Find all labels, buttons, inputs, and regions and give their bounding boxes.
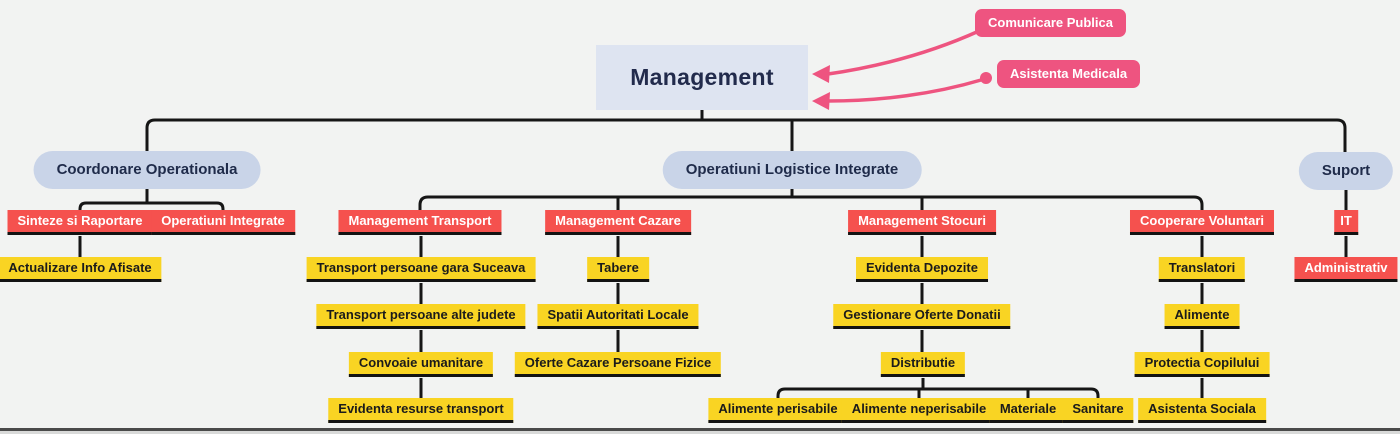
asistenta-arrow-dot [980,72,992,84]
comunicare-arrow-head [812,65,830,83]
node-management-transport[interactable]: Management Transport [338,210,502,235]
node-sinteze-si-raportare[interactable]: Sinteze si Raportare [7,210,153,235]
asistenta-arrow-head [812,92,830,110]
window-bottom-edge [0,428,1400,431]
node-evidenta-resurse-transport[interactable]: Evidenta resurse transport [328,398,514,423]
node-management-stocuri[interactable]: Management Stocuri [848,210,996,235]
node-actualizare-info-afisate[interactable]: Actualizare Info Afisate [0,257,162,282]
node-gestionare-oferte-donatii[interactable]: Gestionare Oferte Donatii [833,304,1011,329]
node-suport[interactable]: Suport [1298,152,1394,190]
node-cooperare-voluntari[interactable]: Cooperare Voluntari [1129,210,1275,235]
node-it[interactable]: IT [1334,210,1358,235]
node-asistenta-sociala[interactable]: Asistenta Sociala [1138,398,1266,423]
node-operatiuni-integrate[interactable]: Operatiuni Integrate [151,210,295,235]
node-alimente[interactable]: Alimente [1164,304,1240,329]
node-alimente-perisabile[interactable]: Alimente perisabile [708,398,848,423]
window-bottom-edge-highlight [0,431,1400,434]
node-transport-persoane-gara-suceava[interactable]: Transport persoane gara Suceava [306,257,536,282]
node-management-cazare[interactable]: Management Cazare [545,210,691,235]
comunicare-arrow-line [826,29,981,76]
connector-distributie-bar [776,387,1100,399]
connector-oli-bar [418,195,1204,211]
node-protectia-copilului[interactable]: Protectia Copilului [1134,352,1270,377]
node-comunicare-publica[interactable]: Comunicare Publica [975,9,1126,37]
node-transport-persoane-alte-judete[interactable]: Transport persoane alte judete [316,304,526,329]
node-distributie[interactable]: Distributie [880,352,966,377]
node-tabere[interactable]: Tabere [587,257,649,282]
node-evidenta-depozite[interactable]: Evidenta Depozite [856,257,988,282]
node-operatiuni-logistice-integrate[interactable]: Operatiuni Logistice Integrate [662,151,922,189]
asistenta-arrow-line [826,78,983,103]
node-sanitare[interactable]: Sanitare [1062,398,1134,423]
node-translatori[interactable]: Translatori [1158,257,1246,282]
node-management[interactable]: Management [596,45,808,110]
node-coordonare-operationala[interactable]: Coordonare Operationala [33,151,261,189]
node-convoaie-umanitare[interactable]: Convoaie umanitare [348,352,494,377]
callout-arrows [812,29,992,110]
node-asistenta-medicala[interactable]: Asistenta Medicala [997,60,1141,88]
node-spatii-autoritati-locale[interactable]: Spatii Autoritati Locale [537,304,699,329]
connector-coordonare-bar [78,201,225,211]
node-materiale[interactable]: Materiale [989,398,1067,423]
node-administrativ[interactable]: Administrativ [1294,257,1398,282]
node-oferte-cazare-persoane-fizice[interactable]: Oferte Cazare Persoane Fizice [514,352,722,377]
node-alimente-neperisabile[interactable]: Alimente neperisabile [841,398,997,423]
connector-top-bar [145,118,1347,152]
